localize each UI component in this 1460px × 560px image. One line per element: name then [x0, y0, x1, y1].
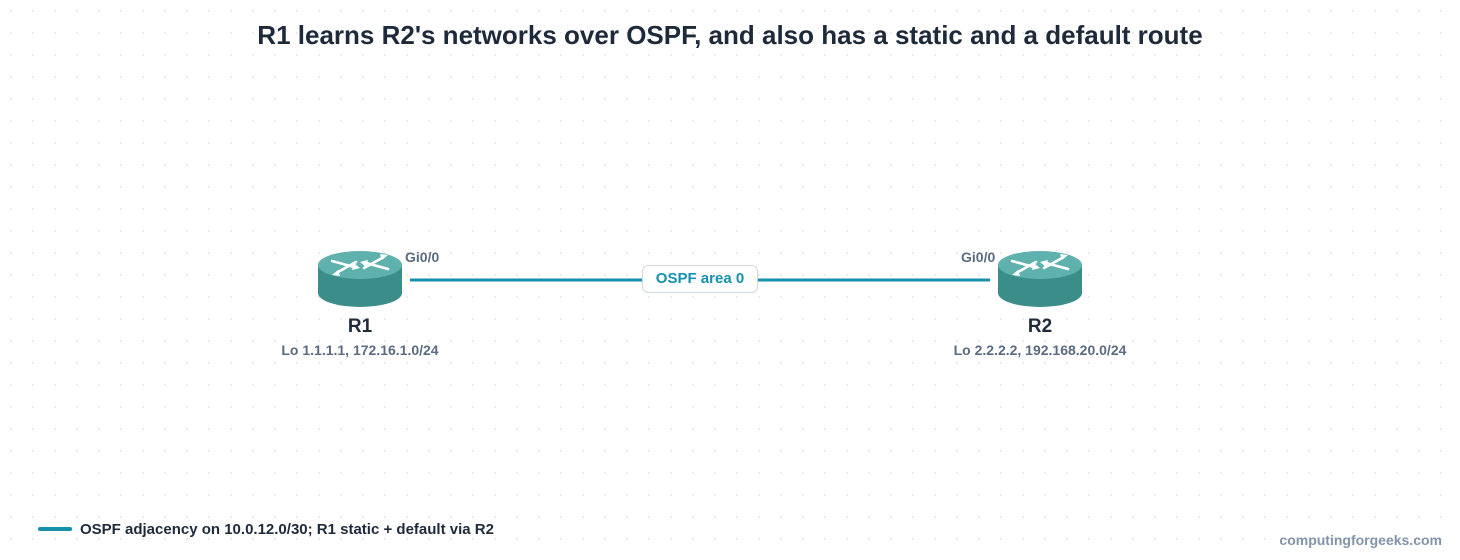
r1-subtitle: Lo 1.1.1.1, 172.16.1.0/24	[281, 342, 439, 358]
router-r1-icon[interactable]	[318, 251, 402, 307]
ospf-area-label: OSPF area 0	[642, 265, 758, 293]
legend-text: OSPF adjacency on 10.0.12.0/30; R1 stati…	[80, 520, 494, 538]
legend-swatch	[38, 527, 72, 531]
watermark: computingforgeeks.com	[1279, 532, 1442, 548]
r2-interface-label: Gi0/0	[961, 249, 996, 265]
r1-interface-label: Gi0/0	[405, 249, 440, 265]
r2-subtitle: Lo 2.2.2.2, 192.168.20.0/24	[953, 342, 1127, 358]
r2-name: R2	[1027, 316, 1053, 337]
diagram-title: R1 learns R2's networks over OSPF, and a…	[257, 20, 1203, 50]
legend: OSPF adjacency on 10.0.12.0/30; R1 stati…	[38, 519, 494, 539]
router-r2-icon[interactable]	[998, 251, 1082, 307]
r1-name: R1	[347, 316, 373, 337]
